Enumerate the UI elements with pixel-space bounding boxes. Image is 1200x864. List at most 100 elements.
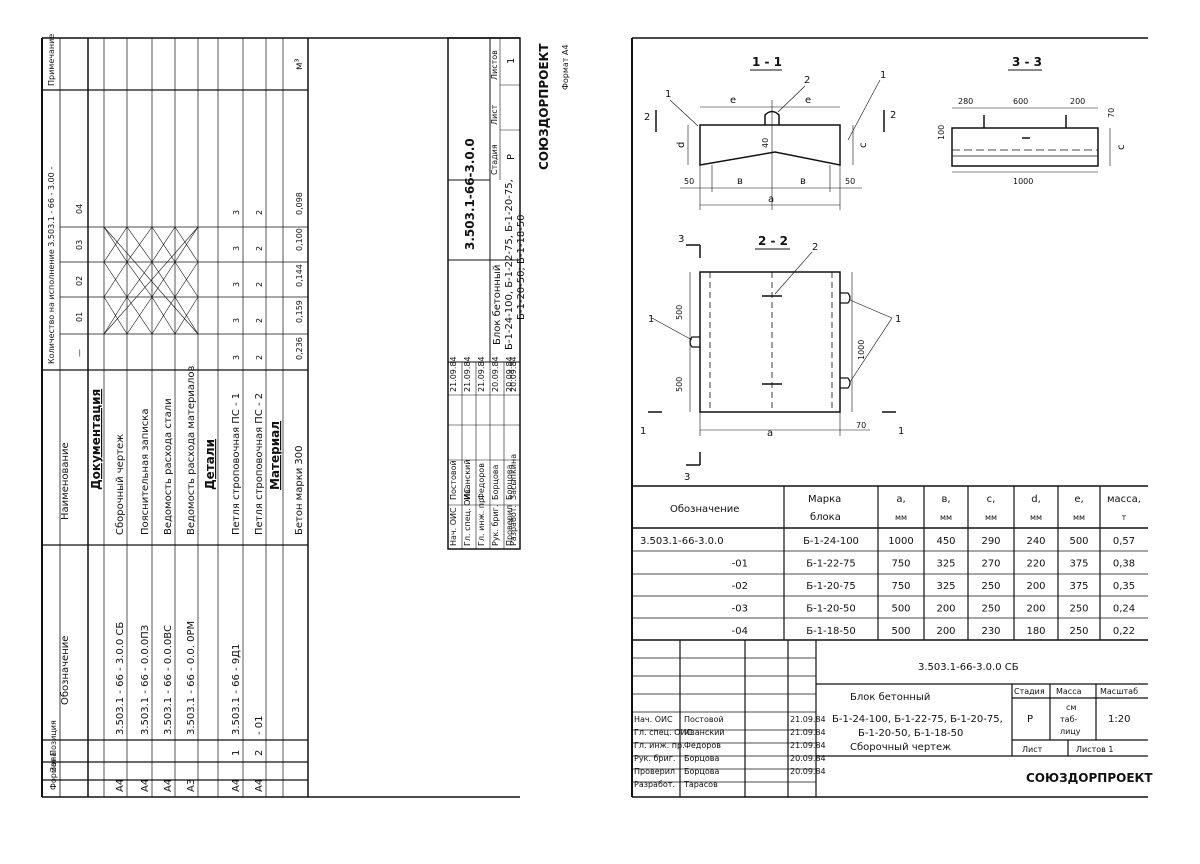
- title-block-sheets-label: Листов 1: [1076, 745, 1114, 754]
- cut-2-right: 2: [890, 110, 896, 121]
- row-designation: 3.503.1 - 66 - 0.0. 0РМ: [186, 621, 197, 735]
- spec-stamp-title: Блок бетонный: [492, 265, 503, 345]
- table-value: 375: [1069, 559, 1088, 570]
- mark-1-22-left: 1: [648, 314, 654, 325]
- cut-3-bottom: 3: [684, 472, 690, 483]
- table-value: 270: [981, 559, 1000, 570]
- table-designation: -03: [732, 604, 748, 615]
- title-role: Проверил: [634, 767, 675, 776]
- table-mark: Б-1-20-50: [806, 604, 856, 615]
- spec-stamp-org: СОЮЗДОРПРОЕКТ: [537, 43, 551, 170]
- stamp-date: 21.09.84: [463, 356, 472, 392]
- table-col-unit: мм: [940, 513, 952, 522]
- dim-500-bottom: 500: [675, 377, 684, 392]
- title-block-title: Блок бетонный: [850, 692, 930, 703]
- title-block-mass-label: Масса: [1056, 687, 1082, 696]
- table-value: 0,24: [1113, 604, 1135, 615]
- row-format: А4: [254, 779, 265, 792]
- dim-c-11: с: [858, 143, 869, 149]
- title-name: Тарасов: [683, 780, 718, 789]
- title-block-line3: Сборочный чертеж: [850, 742, 951, 753]
- table-col-symbol: с,: [987, 494, 996, 505]
- table-designation: -01: [732, 559, 748, 570]
- table-value: 200: [1026, 604, 1045, 615]
- table-value: 750: [891, 581, 910, 592]
- row-quantity: 3: [232, 246, 241, 251]
- variant-header: 03: [75, 240, 84, 250]
- table-value: 1000: [888, 536, 913, 547]
- title-block-sheet-label: Лист: [1022, 745, 1043, 754]
- section-heading: Документация: [89, 389, 103, 490]
- table-mark: Б-1-18-50: [806, 626, 856, 637]
- section-heading: Материал: [268, 421, 282, 490]
- table-value: 500: [1069, 536, 1088, 547]
- spec-stamp-subtitle1: Б-1-24-100, Б-1-22-75, Б-1-20-75,: [504, 179, 515, 350]
- table-value: 180: [1026, 626, 1045, 637]
- table-value: 0,22: [1113, 626, 1135, 637]
- dim-70-33: 70: [1107, 108, 1116, 118]
- spec-stamp-sheet-label: Лист: [490, 104, 499, 125]
- cut-3-top: 3: [678, 234, 684, 245]
- table-header-designation: Обозначение: [670, 504, 739, 515]
- dim-200: 200: [1070, 97, 1085, 106]
- row-position: 2: [254, 750, 265, 756]
- table-value: 200: [1026, 581, 1045, 592]
- row-designation: 3.503.1 - 66 - 9Д1: [231, 644, 242, 735]
- format-header: Формат: [49, 757, 58, 790]
- dim-d: d: [676, 142, 687, 148]
- row-quantity: 3: [232, 355, 241, 360]
- title-block-line2: Б-1-20-50, Б-1-18-50: [858, 728, 963, 739]
- table-col-unit: мм: [1073, 513, 1085, 522]
- table-value: 250: [981, 604, 1000, 615]
- title-date: 20.09.84: [790, 767, 826, 776]
- row-name: Петля строповочная ПС - 2: [254, 393, 265, 535]
- title-block-stage-label: Стадия: [1014, 687, 1045, 696]
- table-value: 240: [1026, 536, 1045, 547]
- row-note: м³: [294, 58, 305, 70]
- title-role: Рук. бриг.: [634, 754, 675, 763]
- title-name: Борцова: [684, 754, 720, 763]
- title-date: 21.09.84: [790, 715, 826, 724]
- stamp-role: Разработ.: [509, 505, 518, 546]
- row-name: Ведомость расхода стали: [163, 398, 174, 535]
- table-col-symbol: е,: [1074, 494, 1083, 505]
- spec-stamp-subtitle2: Б-1-20-50; Б-1-18-50: [516, 214, 527, 320]
- row-designation: 3.503.1 - 66 - 0.0.0ПЗ: [140, 625, 151, 735]
- row-quantity: 3: [232, 282, 241, 287]
- stamp-name: Федоров: [477, 463, 486, 500]
- row-name: Сборочный чертеж: [115, 434, 126, 535]
- table-value: 220: [1026, 559, 1045, 570]
- table-value: 750: [891, 559, 910, 570]
- dim-c-33: с: [1116, 145, 1127, 151]
- title-block-line1: Б-1-24-100, Б-1-22-75, Б-1-20-75,: [832, 714, 1003, 725]
- variant-header: 01: [75, 312, 84, 322]
- title-block: 3.503.1-66-3.0.0 СБ Блок бетонный Б-1-24…: [632, 640, 1153, 797]
- table-value: 325: [936, 581, 955, 592]
- crossed-cells: [103, 226, 199, 335]
- assembly-drawing-sheet: 1 - 1 е е в в а 50 50 40 d с 1 1 2 2 2: [631, 37, 1153, 798]
- dim-1000-22: 1000: [857, 340, 866, 360]
- dim-e-left: е: [730, 95, 736, 106]
- section-3-3-label: 3 - 3: [1012, 55, 1042, 69]
- variant-header: 04: [75, 204, 84, 214]
- title-role: Гл. спец. ОИС: [634, 728, 692, 737]
- stamp-name: Засыпкина: [509, 454, 518, 500]
- variant-header: —: [75, 349, 84, 357]
- quantity-header: Количество на исполнение 3.503.1 - 66 - …: [47, 167, 56, 364]
- table-value: 230: [981, 626, 1000, 637]
- dim-a-22: а: [767, 428, 773, 439]
- title-name: Борцова: [684, 767, 720, 776]
- stamp-name: Постовой: [449, 460, 458, 500]
- spec-stamp-code: 3.503.1-66-3.0.0: [463, 138, 477, 250]
- dim-b-right: в: [800, 176, 806, 187]
- title-block-mass-1: см: [1066, 703, 1076, 712]
- row-name: Ведомость расхода материалов: [186, 366, 197, 535]
- mark-2-11: 2: [804, 75, 810, 86]
- table-value: 290: [981, 536, 1000, 547]
- section-3-3: 3 - 3 280 600 200 1000 100 70 с: [937, 55, 1127, 186]
- row-position: 1: [231, 750, 242, 756]
- note-header: Примечание: [47, 34, 56, 86]
- title-date: 21.09.84: [790, 741, 826, 750]
- row-quantity: 2: [255, 318, 264, 323]
- table-col-symbol: в,: [941, 494, 950, 505]
